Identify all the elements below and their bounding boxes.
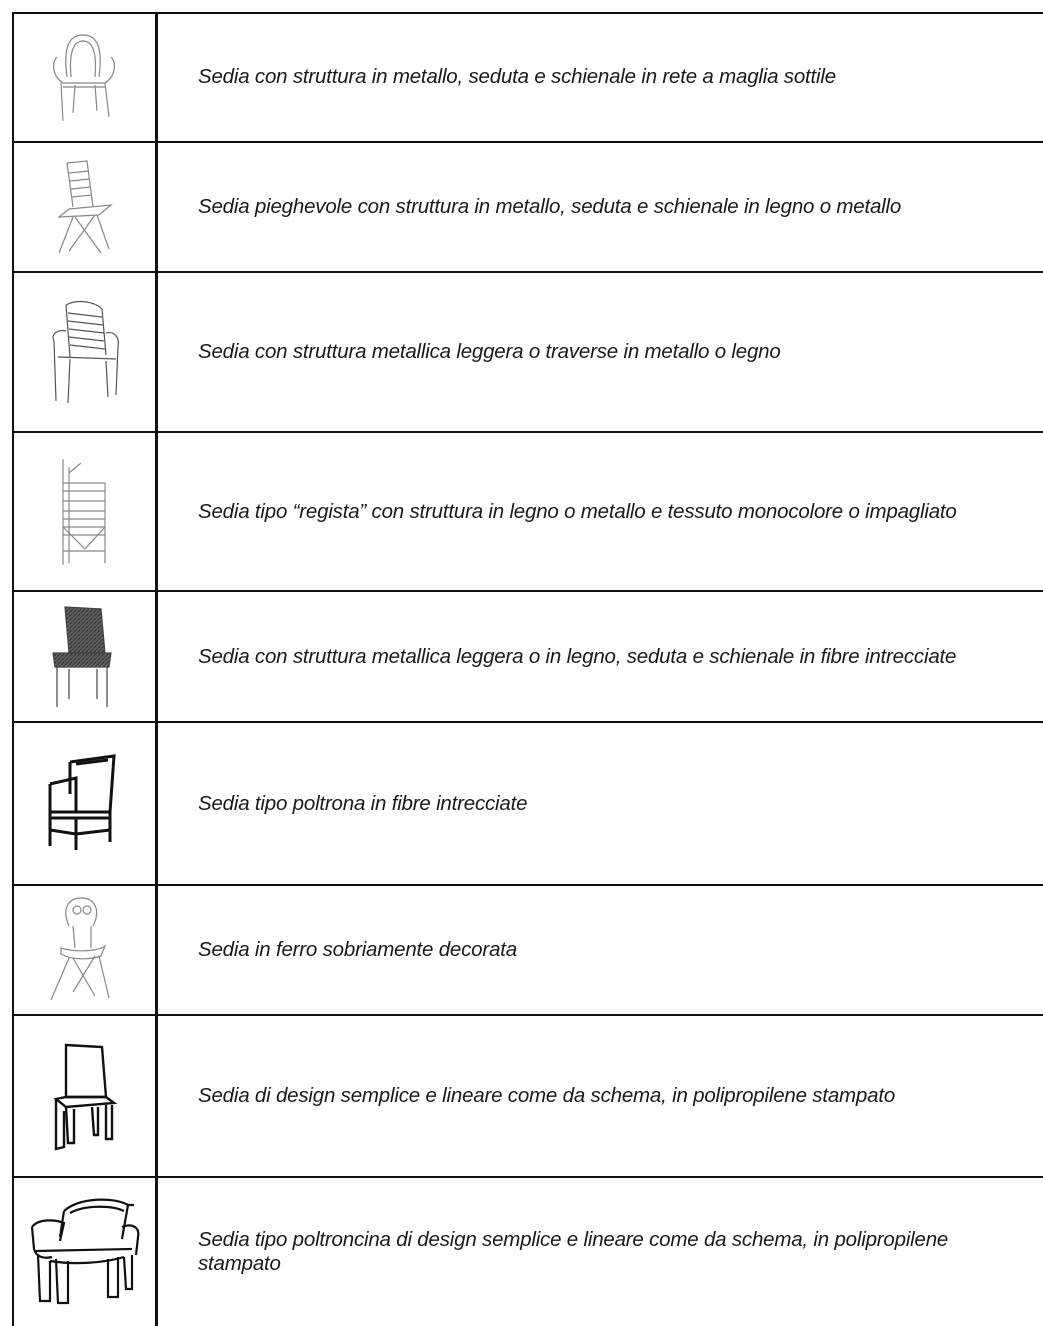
slatted-armchair-icon [52, 300, 119, 404]
iron-bistro-chair-icon [49, 897, 110, 1001]
icon-cell [12, 592, 155, 721]
table-frame [12, 12, 1043, 1326]
directors-chair-icon [61, 458, 106, 565]
table-row: Sedia tipo poltroncina di design semplic… [12, 1178, 1043, 1326]
table-row: Sedia tipo “regista” con struttura in le… [12, 433, 1043, 592]
icon-cell [12, 433, 155, 590]
icon-cell [12, 1016, 155, 1176]
table-row: Sedia in ferro sobriamente decorata [12, 886, 1043, 1016]
icon-cell [12, 886, 155, 1014]
icon-cell [12, 273, 155, 431]
description-text: Sedia pieghevole con struttura in metall… [198, 195, 902, 218]
table-row: Sedia con struttura in metallo, seduta e… [12, 12, 1043, 143]
polypropylene-armchair-icon [30, 1198, 139, 1305]
description-text: Sedia con struttura metallica leggera o … [198, 644, 957, 668]
description-text: Sedia con struttura in metallo, seduta e… [198, 64, 836, 88]
description-text: Sedia con struttura metallica leggera o … [198, 340, 781, 363]
table-row: Sedia con struttura metallica leggera o … [12, 592, 1043, 723]
column-divider [155, 12, 158, 1326]
icon-cell [12, 143, 155, 271]
woven-chair-icon [51, 605, 112, 707]
table-row: Sedia pieghevole con struttura in metall… [12, 143, 1043, 273]
description-text: Sedia tipo poltroncina di design semplic… [198, 1228, 949, 1275]
folding-chair-icon [56, 160, 113, 254]
description-text: Sedia tipo “regista” con struttura in le… [198, 499, 957, 523]
icon-cell [12, 723, 155, 884]
table-row: Sedia con struttura metallica leggera o … [12, 273, 1043, 433]
mesh-metal-chair-icon [52, 33, 115, 121]
table-row: Sedia tipo poltrona in fibre intrecciate [12, 723, 1043, 886]
icon-cell [12, 1178, 155, 1326]
description-text: Sedia tipo poltrona in fibre intrecciate [198, 791, 528, 815]
polypropylene-chair-icon [52, 1043, 117, 1151]
description-text: Sedia di design semplice e lineare come … [198, 1084, 896, 1107]
icon-cell [12, 12, 155, 141]
table-row: Sedia di design semplice e lineare come … [12, 1016, 1043, 1178]
woven-armchair-icon [48, 753, 116, 850]
description-text: Sedia in ferro sobriamente decorata [198, 938, 517, 961]
